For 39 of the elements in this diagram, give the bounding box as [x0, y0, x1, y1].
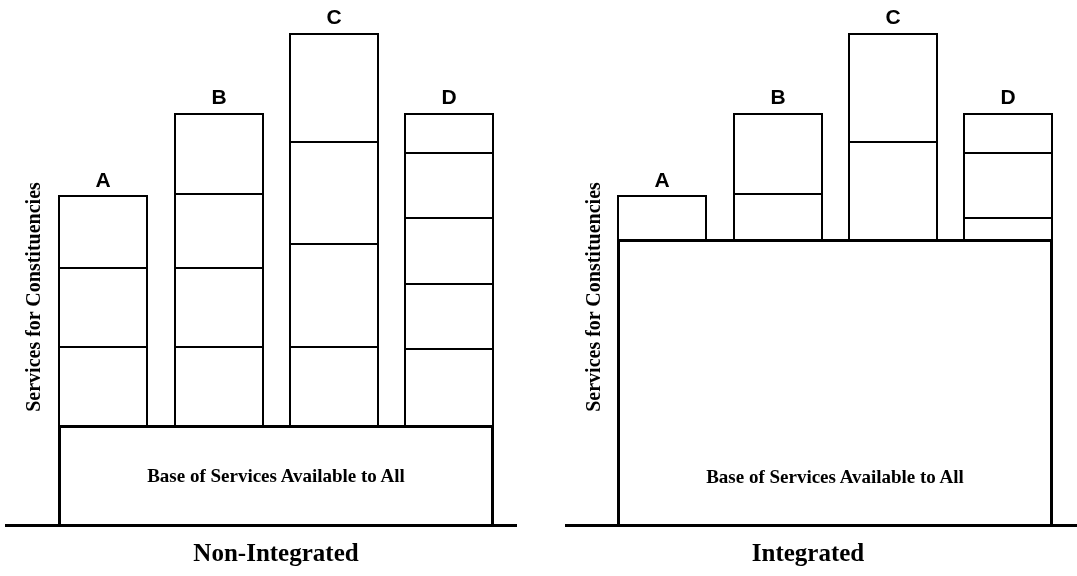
- service-block: [174, 113, 264, 195]
- service-block: [174, 346, 264, 427]
- column-label: A: [654, 168, 670, 192]
- service-block: [963, 152, 1053, 219]
- column-label: B: [211, 85, 227, 109]
- service-block: [404, 217, 494, 285]
- axis-title: Services for Constituencies: [581, 182, 605, 412]
- panel-title: Integrated: [751, 539, 865, 567]
- service-block: [848, 33, 938, 143]
- service-block: [289, 33, 379, 143]
- column-label: D: [1000, 85, 1016, 109]
- service-block: [289, 346, 379, 427]
- column-label: B: [770, 85, 786, 109]
- service-block: [58, 195, 148, 269]
- service-block: [617, 195, 707, 242]
- base-block: [617, 239, 1053, 527]
- service-block: [733, 193, 823, 242]
- service-block: [404, 348, 494, 427]
- service-block: [174, 193, 264, 269]
- service-block: [174, 267, 264, 348]
- axis-title: Services for Constituencies: [21, 182, 45, 412]
- service-block: [58, 346, 148, 427]
- block-text: Base of Services Available to All: [147, 465, 405, 487]
- panel-title: Non-Integrated: [193, 539, 359, 567]
- service-block: [289, 243, 379, 348]
- service-block: [58, 267, 148, 348]
- column-label: A: [95, 168, 111, 192]
- column-label: D: [441, 85, 457, 109]
- block-text: Base of Services Available to All: [706, 466, 964, 488]
- service-block: [404, 152, 494, 219]
- service-block: [733, 113, 823, 195]
- service-block: [404, 283, 494, 350]
- base-block: [58, 425, 494, 527]
- column-label: C: [326, 5, 342, 29]
- service-block: [963, 113, 1053, 154]
- service-block: [289, 141, 379, 245]
- service-block: [404, 113, 494, 154]
- column-label: C: [885, 5, 901, 29]
- service-block: [848, 141, 938, 242]
